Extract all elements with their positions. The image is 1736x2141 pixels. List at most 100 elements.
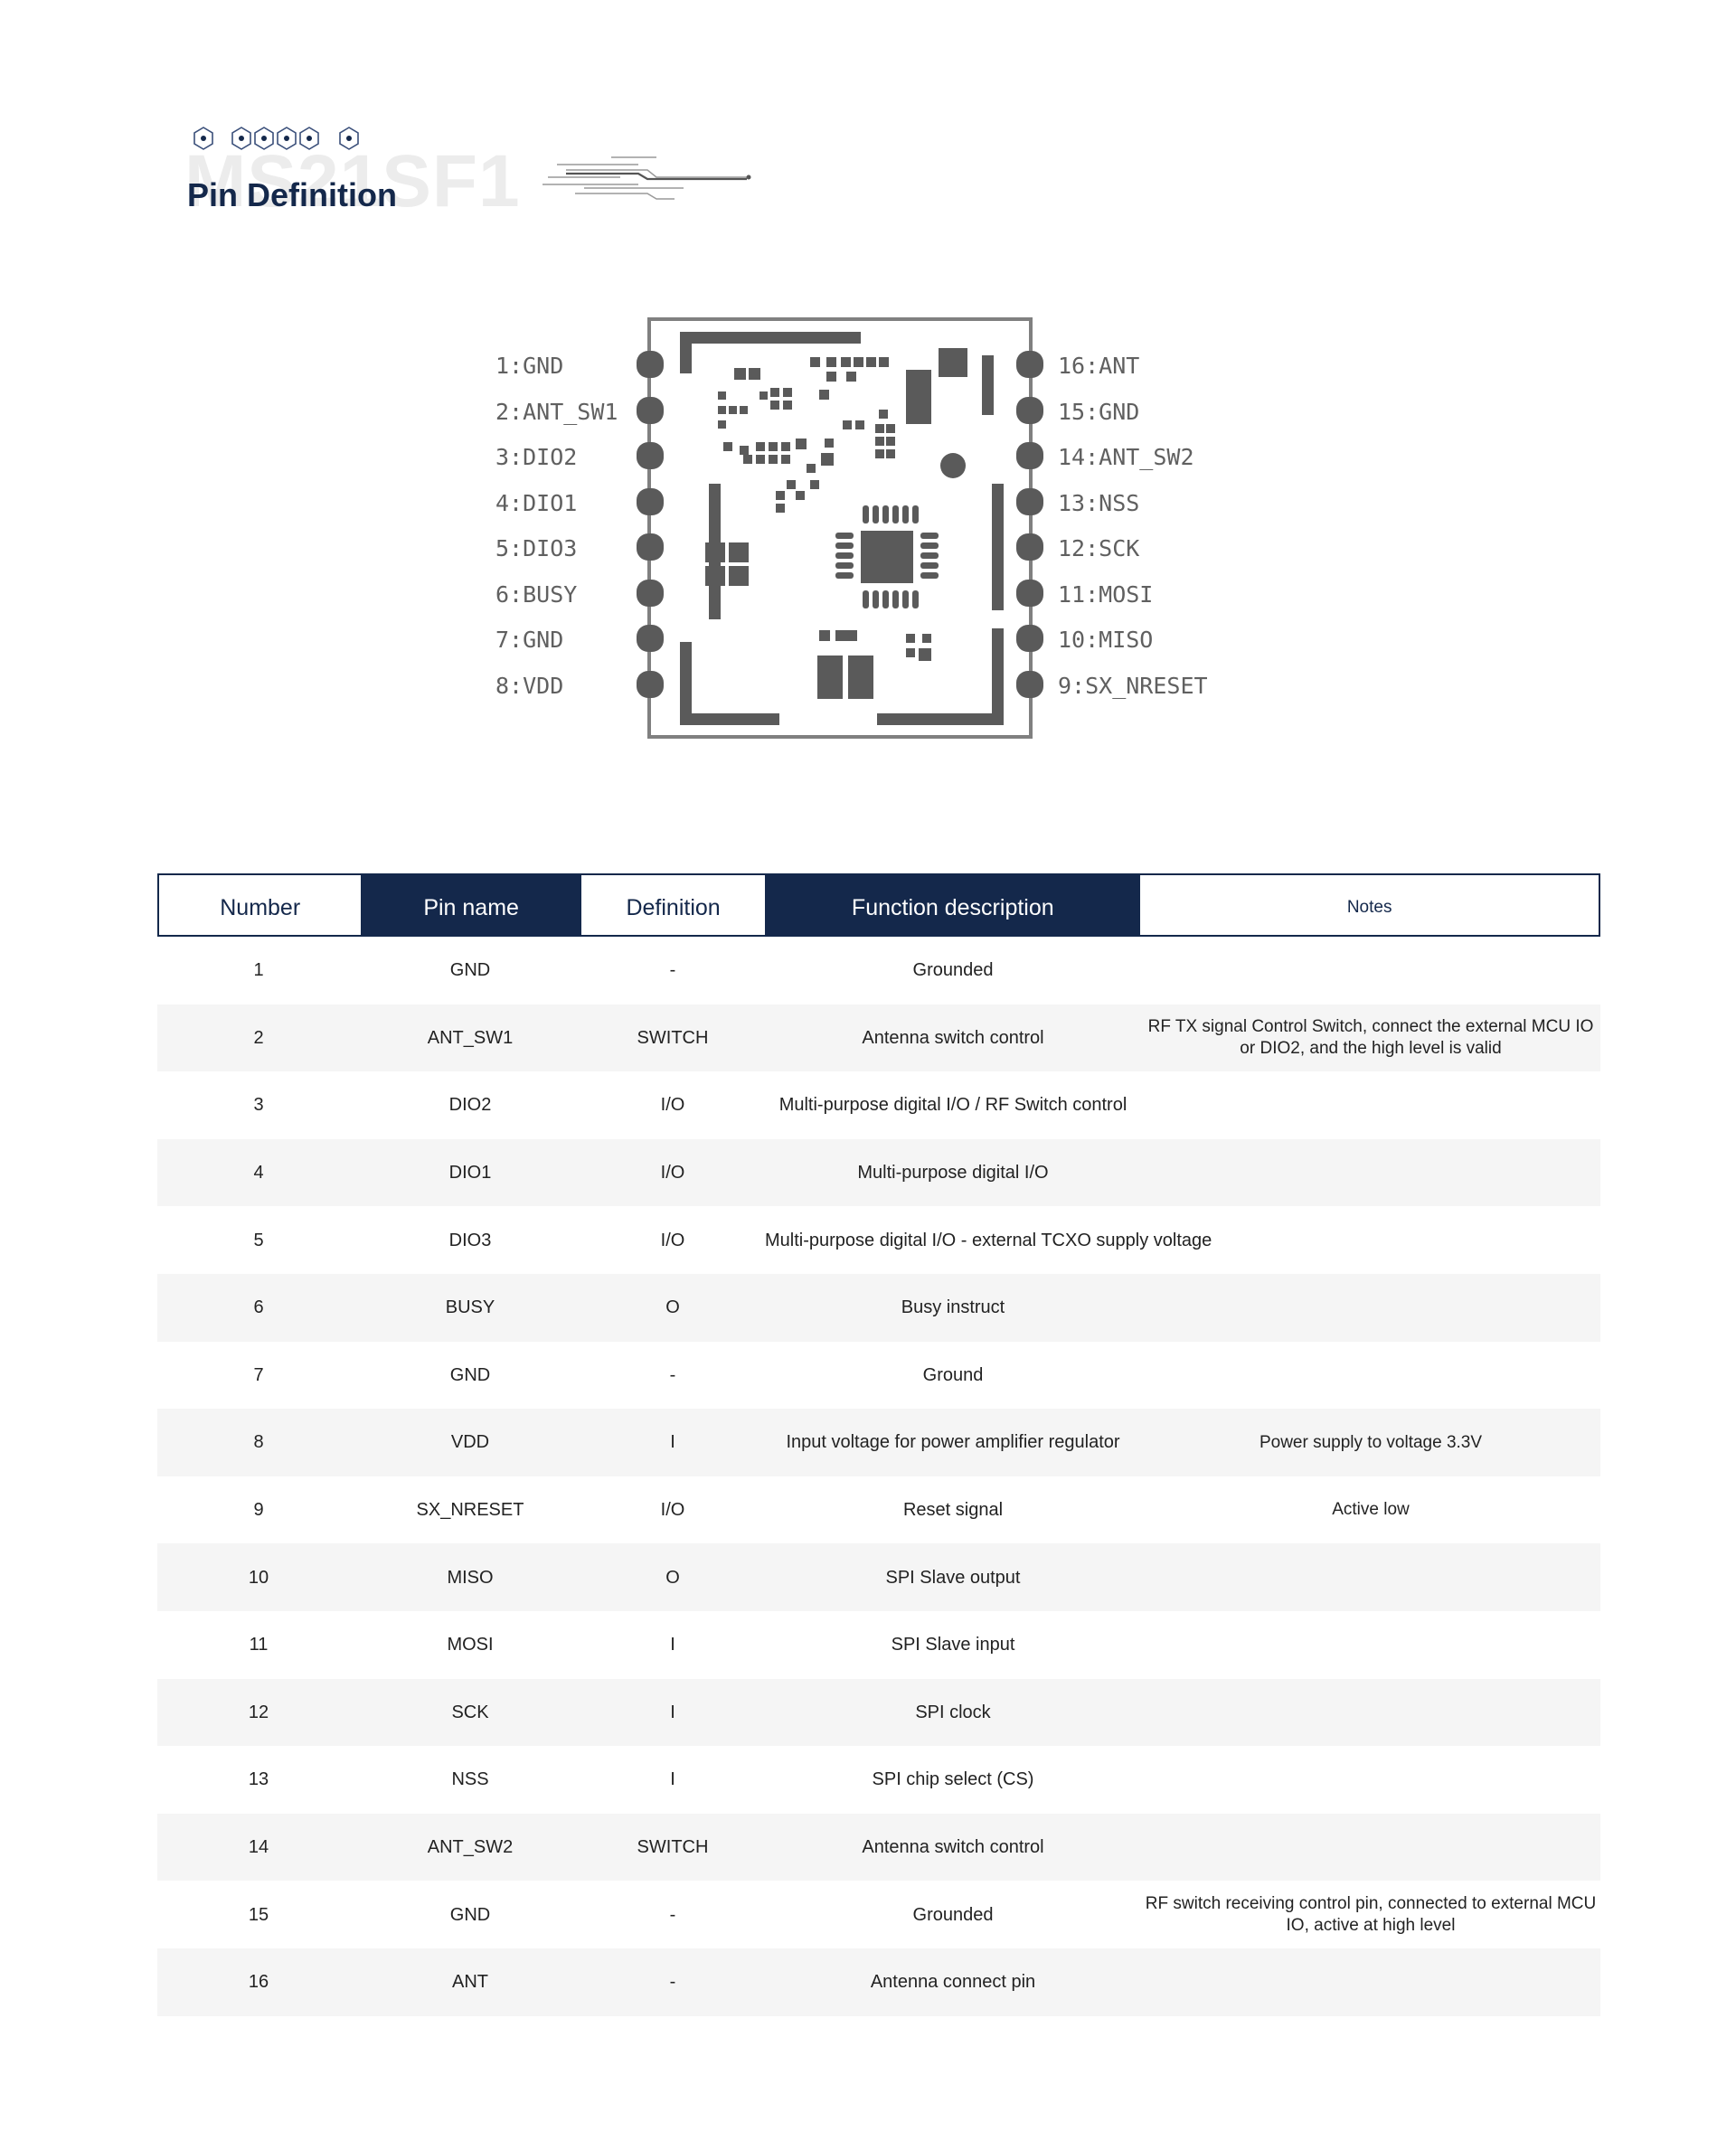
header-function: Function description — [765, 875, 1141, 935]
cell-definition: I — [670, 1432, 675, 1453]
table-row: 6 BUSY O Busy instruct — [157, 1273, 1600, 1342]
cell-definition: I/O — [660, 1230, 685, 1250]
cell-notes: RF TX signal Control Switch, connect the… — [1147, 1017, 1594, 1058]
cell-definition: O — [665, 1567, 680, 1588]
cell-definition: I/O — [660, 1163, 685, 1184]
cell-pin-name: ANT_SW1 — [427, 1027, 514, 1048]
cell-function: Multi-purpose digital I/O — [857, 1163, 1049, 1184]
table-row: 5 DIO3 I/O Multi-purpose digital I/O - exte… — [157, 1206, 1600, 1274]
table-row: 7 GND - Ground — [157, 1342, 1600, 1410]
cell-pin-name: SCK — [451, 1702, 489, 1722]
cell-definition: - — [669, 1904, 676, 1925]
header-notes: Notes — [1346, 898, 1392, 918]
pin-label-right: 15:GND — [1058, 399, 1139, 425]
cell-function: Busy instruct — [901, 1297, 1005, 1318]
table-row: 8 VDD I Input voltage for power amplifier r… — [157, 1409, 1600, 1476]
cell-function: Antenna switch control — [862, 1027, 1044, 1048]
pin-label-right: 14:ANT_SW2 — [1058, 444, 1194, 470]
header-definition: Definition — [626, 894, 721, 920]
pin-table: Number Pin name Definition Function desc… — [157, 873, 1600, 2016]
cell-function: Grounded — [912, 1904, 994, 1925]
cell-number: 7 — [253, 1364, 264, 1385]
cell-function: Grounded — [912, 960, 994, 981]
cell-pin-name: ANT_SW2 — [427, 1837, 514, 1858]
cell-function: SPI clock — [915, 1702, 991, 1722]
cell-number: 3 — [253, 1095, 264, 1116]
cell-function: SPI Slave input — [891, 1635, 1015, 1655]
cell-function: Antenna connect pin — [870, 1972, 1036, 1993]
cell-pin-name: GND — [449, 1364, 491, 1385]
pin-label-left: 3:DIO2 — [495, 444, 577, 470]
cell-definition: I/O — [660, 1500, 685, 1521]
cell-function: Reset signal — [902, 1500, 1004, 1521]
cell-pin-name: MOSI — [447, 1635, 494, 1655]
cell-function: SPI Slave output — [885, 1567, 1021, 1588]
cell-definition: SWITCH — [637, 1837, 709, 1858]
pin-label-left: 7:GND — [495, 627, 563, 653]
cell-number: 2 — [253, 1027, 264, 1048]
table-row: 2 ANT_SW1 SWITCH Antenna switch control RF T… — [157, 1004, 1600, 1072]
pin-label-left: 1:GND — [495, 353, 563, 379]
cell-function: Antenna switch control — [862, 1837, 1044, 1858]
cell-number: 11 — [249, 1635, 269, 1655]
cell-function: Ground — [922, 1364, 984, 1385]
pin-label-left: 8:VDD — [495, 673, 563, 699]
cell-function: SPI chip select (CS) — [872, 1769, 1034, 1790]
module-pin-diagram: 1:GND 2:ANT_SW1 3:DIO2 4:DIO1 5:DIO3 6:B… — [495, 317, 1208, 739]
cell-number: 8 — [253, 1432, 264, 1453]
cell-number: 9 — [253, 1500, 264, 1521]
cell-pin-name: DIO2 — [448, 1095, 492, 1116]
cell-pin-name: SX_NRESET — [416, 1500, 524, 1521]
cell-number: 5 — [253, 1230, 264, 1250]
cell-pin-name: BUSY — [445, 1297, 495, 1318]
cell-number: 14 — [248, 1837, 269, 1858]
cell-number: 15 — [248, 1904, 269, 1925]
cell-function: Input voltage for power amplifier regula… — [786, 1432, 1120, 1453]
cell-pin-name: ANT — [452, 1972, 488, 1993]
pin-label-right: 16:ANT — [1058, 353, 1139, 379]
cell-definition: - — [669, 1364, 676, 1385]
cell-number: 12 — [248, 1702, 269, 1722]
pin-label-right: 11:MOSI — [1058, 581, 1153, 608]
cell-definition: SWITCH — [637, 1027, 709, 1048]
table-header: Number Pin name Definition Function desc… — [157, 873, 1600, 937]
cell-number: 4 — [253, 1163, 264, 1184]
cell-definition: - — [669, 960, 676, 981]
circuit-traces-icon — [542, 156, 751, 200]
cell-number: 1 — [253, 960, 264, 981]
cell-definition: I — [670, 1769, 675, 1790]
cell-pin-name: DIO3 — [448, 1230, 492, 1250]
cell-function: Multi-purpose digital I/O - external TCX… — [765, 1230, 1212, 1250]
table-row: 4 DIO1 I/O Multi-purpose digital I/O — [157, 1138, 1600, 1207]
page-title: Pin Definition — [187, 176, 397, 213]
table-row: 11 MOSI I SPI Slave input — [157, 1611, 1600, 1679]
pin-label-left: 2:ANT_SW1 — [495, 399, 618, 425]
pin-label-left: 4:DIO1 — [495, 490, 577, 516]
header-pin-name: Pin name — [361, 875, 581, 935]
right-pads — [1016, 351, 1043, 698]
table-row: 9 SX_NRESET I/O Reset signal Active low — [157, 1476, 1600, 1544]
cell-pin-name: DIO1 — [448, 1163, 492, 1184]
cell-definition: I — [670, 1635, 675, 1655]
cell-pin-name: NSS — [451, 1769, 489, 1790]
cell-definition: O — [665, 1297, 680, 1318]
pin-label-right: 9:SX_NRESET — [1058, 673, 1208, 699]
cell-definition: I/O — [660, 1095, 685, 1116]
cell-definition: - — [669, 1972, 676, 1993]
cell-notes: Power supply to voltage 3.3V — [1259, 1432, 1483, 1452]
product-watermark: MS21SF1 — [184, 140, 521, 222]
components — [705, 348, 994, 699]
cell-notes: RF switch receiving control pin, connect… — [1145, 1893, 1597, 1935]
cell-notes: Active low — [1332, 1500, 1410, 1520]
cell-number: 6 — [253, 1297, 264, 1318]
cell-pin-name: MISO — [447, 1567, 494, 1588]
cell-pin-name: GND — [449, 1904, 491, 1925]
cell-pin-name: VDD — [450, 1432, 490, 1453]
pin-label-right: 13:NSS — [1058, 490, 1139, 516]
